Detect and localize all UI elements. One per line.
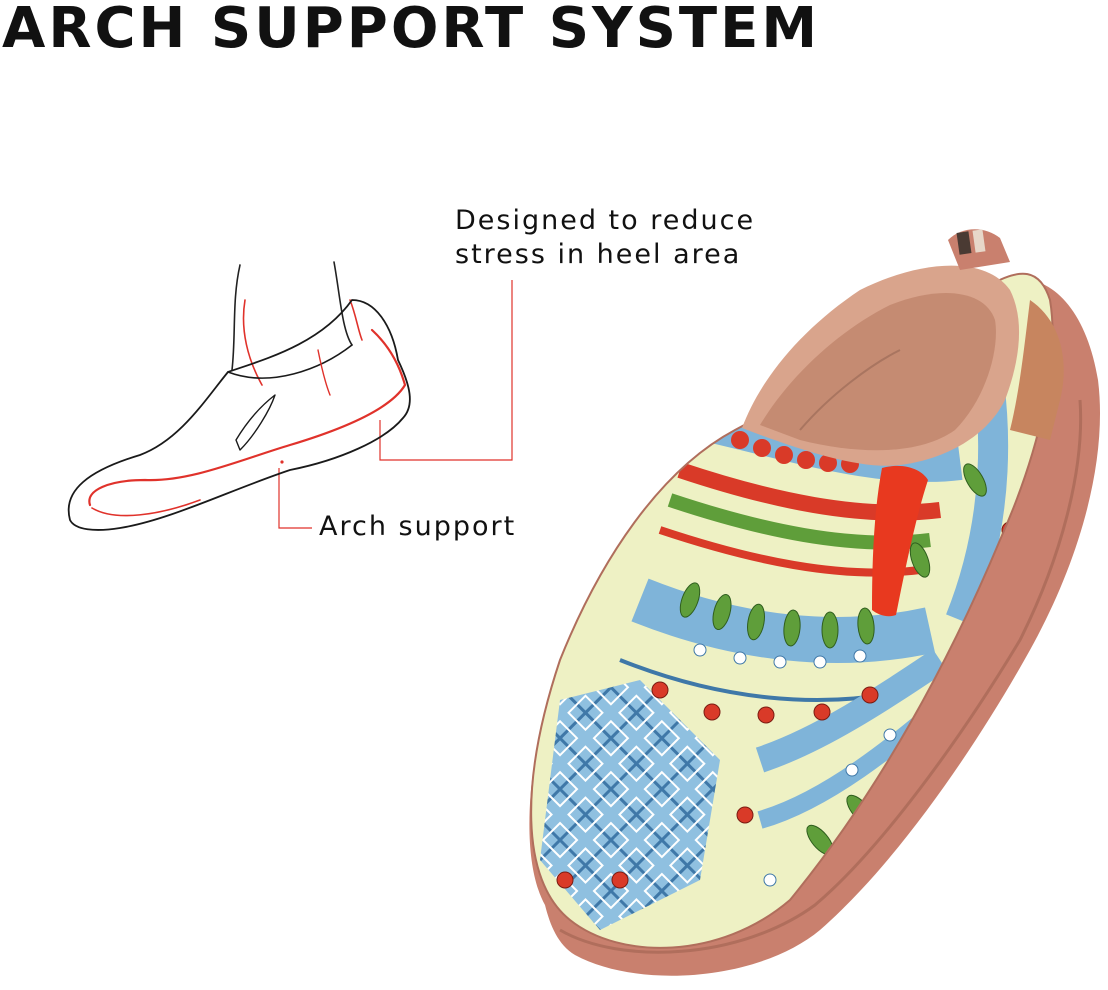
page-title: ARCH SUPPORT SYSTEM (2, 0, 821, 61)
shoe-sketch-icon (67, 261, 411, 531)
heel-callout: Designed to reduce stress in heel area (455, 204, 755, 272)
arch-callout-line (278, 468, 312, 529)
callout-lines (278, 280, 513, 529)
heel-callout-line (379, 280, 513, 461)
arch-callout: Arch support (319, 511, 517, 542)
painted-shoe-icon (529, 229, 1101, 976)
heel-callout-line1: Designed to reduce (455, 205, 756, 236)
heel-callout-line2: stress in heel area (455, 239, 742, 270)
